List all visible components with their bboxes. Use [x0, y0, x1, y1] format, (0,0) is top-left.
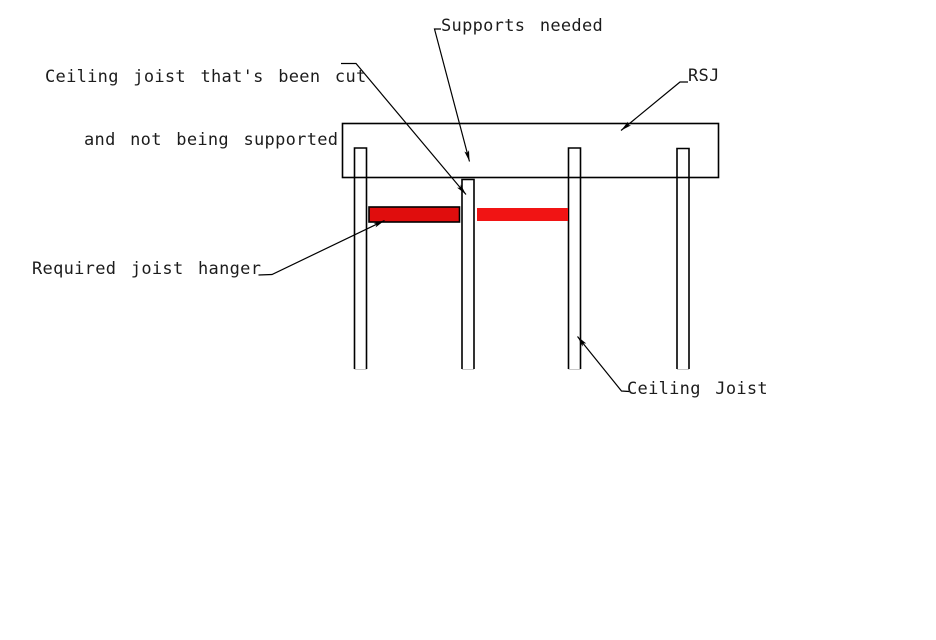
supports-needed-label: Supports needed	[441, 16, 604, 36]
ceiling-joist-label: Ceiling Joist	[627, 379, 768, 399]
cut-joist-note-label: Ceiling joist that's been cut and not be…	[45, 25, 367, 193]
cut-joist-note-line1: Ceiling joist that's been cut	[45, 67, 367, 87]
cut-joist-note-line2: and not being supported	[84, 130, 339, 150]
required-joist-hanger-label: Required joist hanger	[32, 259, 262, 279]
required-joist-hanger-bar	[368, 206, 461, 223]
ceiling-joist-4	[676, 147, 690, 369]
supports-needed-leader-arrow	[433, 28, 471, 162]
ceiling-joist-3	[567, 147, 582, 369]
rsj-leader-arrow	[620, 81, 688, 131]
rsj-label: RSJ	[688, 66, 720, 86]
cut-section-bar	[477, 208, 568, 221]
ceiling-joist-leader-arrow	[577, 336, 630, 393]
rsj-beam	[341, 122, 720, 179]
hanger-leader-arrow	[258, 219, 385, 276]
cut-note-leader-arrow	[341, 62, 467, 195]
cut-ceiling-joist	[461, 178, 475, 369]
ceiling-joist-1	[353, 147, 368, 369]
